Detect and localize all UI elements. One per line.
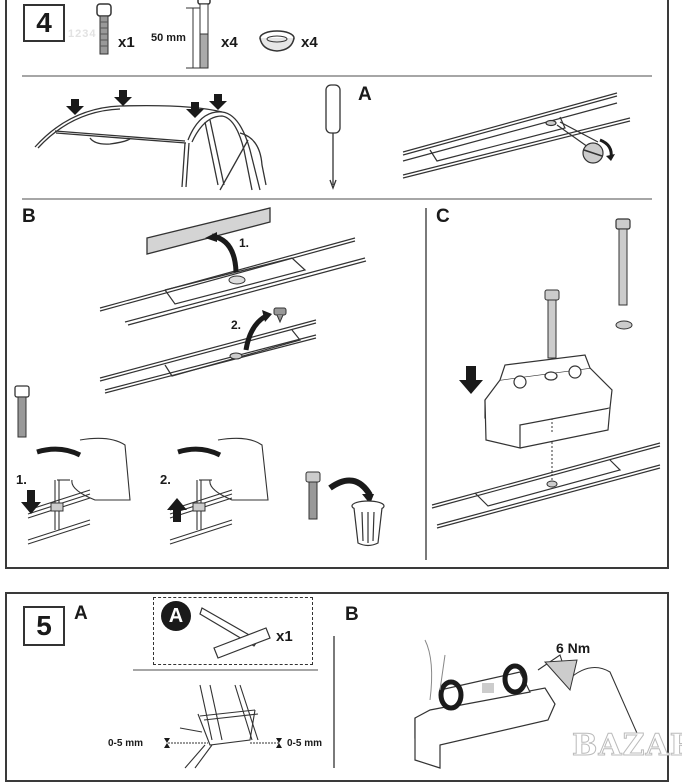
torque-value: 6 Nm: [556, 640, 591, 656]
foot-pack: [484, 354, 613, 449]
up-arrow-icon: [167, 498, 187, 522]
short-bolt-qty: x1: [118, 34, 135, 51]
mounting-point-arrows: [66, 90, 227, 118]
roof-rail-a: [402, 92, 631, 179]
step2-arrow-icon: [243, 313, 268, 351]
tool-qty: x1: [276, 628, 293, 645]
step4-number: 4: [36, 7, 52, 38]
step4-panel: [5, 0, 669, 569]
gap-right: 0-5 mm: [287, 738, 323, 749]
gap-left: 0-5 mm: [108, 738, 144, 749]
screwdriver-icon: [325, 84, 341, 190]
cover-strip: [146, 207, 271, 255]
watermark: BAZAR: [572, 728, 682, 764]
down-arrow-icon: [21, 490, 41, 514]
short-bolt-icon: [96, 3, 112, 55]
cup-washer-icon: [259, 30, 295, 52]
discard-arrow-icon: [328, 477, 373, 497]
section-c-label: C: [436, 206, 450, 227]
section-b-step2: 2.: [231, 318, 242, 332]
step5-section-b-label: B: [345, 604, 359, 625]
knob-left: [438, 679, 464, 711]
torque-tool-icon: [543, 659, 578, 692]
section-b-label: B: [22, 206, 36, 227]
step5-number-box: 5: [23, 606, 65, 646]
long-bolt-icon: [186, 0, 211, 69]
step5-section-a-label: A: [74, 603, 88, 624]
t-wrench-icon: [199, 607, 271, 659]
tool-badge-letter: A: [168, 604, 184, 627]
step4-number-ghost: 1234: [68, 28, 97, 40]
down-arrow-icon: [459, 366, 483, 394]
long-bolt-length: 50 mm: [151, 32, 186, 44]
section-b-step1: 1.: [239, 236, 250, 250]
step5-number: 5: [36, 610, 52, 641]
bolt-step1: 1.: [16, 472, 27, 487]
section-a-label: A: [358, 84, 372, 105]
bin-icon: [351, 500, 385, 547]
long-bolt-qty: x4: [221, 34, 238, 51]
step4-number-box: 4: [23, 4, 65, 42]
tool-badge: A: [161, 601, 191, 631]
knob-right: [502, 663, 528, 695]
bolt-step2: 2.: [160, 472, 171, 487]
tool-box: [153, 597, 313, 665]
cup-washer-qty: x4: [301, 34, 318, 51]
